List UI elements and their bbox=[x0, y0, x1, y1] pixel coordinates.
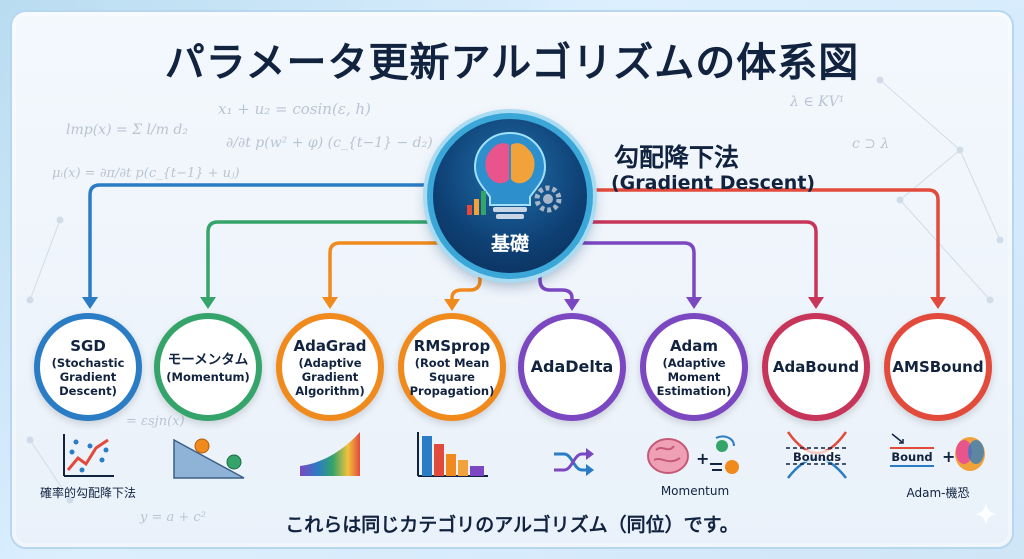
brain-momentum-icon: + bbox=[647, 435, 739, 474]
brain-lightbulb-gear-icon bbox=[467, 131, 562, 219]
connector-rmsprop bbox=[450, 266, 482, 304]
connector-momentum bbox=[206, 220, 436, 302]
node-name: AMSBound bbox=[892, 358, 984, 376]
node-rmsprop: RMSprop (Root Mean Square Propagation) bbox=[398, 313, 506, 421]
connector-amsbound bbox=[591, 188, 940, 302]
bounds-curve-icon bbox=[786, 431, 848, 479]
node-name: モーメンタム bbox=[167, 351, 249, 368]
node-name: Adam bbox=[669, 336, 719, 355]
node-adadelta: AdaDelta bbox=[518, 313, 626, 421]
gradient-descent-hub: 基礎 bbox=[427, 113, 593, 279]
arrowhead-amsbound bbox=[930, 297, 946, 309]
arrowhead-adam bbox=[686, 297, 702, 309]
caption-amsbound: Adam-機恐 bbox=[906, 486, 970, 500]
connector-sgd bbox=[88, 183, 429, 302]
arrowhead-adabound bbox=[808, 297, 824, 309]
connector-adagrad bbox=[328, 241, 450, 302]
scatter-trend-icon bbox=[63, 434, 114, 477]
node-desc: Square bbox=[429, 369, 475, 384]
hub-label: 基礎 bbox=[490, 233, 529, 255]
gradient-area-icon bbox=[300, 432, 360, 476]
connector-adam bbox=[570, 241, 696, 302]
deco-formula: λ ∈ KV¹ bbox=[790, 94, 845, 110]
node-desc: Moment bbox=[667, 369, 721, 384]
node-desc: Descent) bbox=[59, 383, 117, 398]
deco-formula: lmp(x) = Σ l/m d₂ bbox=[66, 122, 189, 138]
node-momentum: モーメンタム (Momentum) bbox=[154, 313, 262, 421]
node-adagrad: AdaGrad (Adaptive Gradient Algorithm) bbox=[276, 313, 384, 421]
page-title: パラメータ更新アルゴリズムの体系図 bbox=[164, 40, 860, 86]
node-desc: Gradient bbox=[59, 369, 117, 384]
arrowhead-momentum bbox=[200, 297, 216, 309]
ball-slope-icon bbox=[173, 438, 245, 479]
deco-formula: μᵢ(x) = ∂π/∂t p(c_{t−1} + uⱼ) bbox=[52, 166, 240, 181]
node-name: AdaBound bbox=[772, 358, 860, 376]
bound-plus-brain-icon: + bbox=[890, 433, 985, 471]
node-adam: Adam (Adaptive Moment Estimation) bbox=[640, 313, 748, 421]
bar-chart-icon bbox=[417, 432, 488, 477]
footer-note: これらは同じカテゴリのアルゴリズム（同位）です。 bbox=[285, 514, 739, 536]
deco-formula: x₁ + u₂ = cosin(ε, h) bbox=[218, 100, 371, 118]
node-desc: (Stochastic bbox=[51, 355, 125, 370]
node-desc: Gradient bbox=[301, 369, 359, 384]
node-desc: (Momentum) bbox=[166, 369, 250, 384]
node-desc: (Adaptive bbox=[298, 355, 362, 370]
connector-adadelta bbox=[538, 266, 574, 304]
caption-adabound: Bounds bbox=[792, 450, 842, 464]
node-desc: Estimation) bbox=[656, 383, 732, 398]
caption-amsbound-box: Bound bbox=[891, 450, 933, 464]
node-name: AdaGrad bbox=[293, 336, 367, 355]
node-amsbound: AMSBound bbox=[884, 313, 992, 421]
node-name: AdaDelta bbox=[530, 357, 614, 376]
arrowhead-adagrad bbox=[322, 297, 338, 309]
arrowhead-sgd bbox=[82, 297, 98, 309]
node-adabound: AdaBound bbox=[762, 313, 870, 421]
node-desc: (Root Mean bbox=[414, 355, 490, 370]
arrowhead-adadelta bbox=[564, 299, 580, 311]
svg-text:+: + bbox=[696, 449, 709, 468]
shuffle-arrows-icon bbox=[554, 448, 594, 476]
node-desc: Algorithm) bbox=[295, 383, 365, 398]
node-name: SGD bbox=[70, 336, 106, 355]
deco-formula: = εsjn(x) bbox=[126, 414, 185, 429]
node-sgd: SGD (Stochastic Gradient Descent) bbox=[34, 313, 142, 421]
caption-sgd: 確率的勾配降下法 bbox=[39, 486, 136, 500]
sparkle-icon bbox=[974, 502, 998, 526]
hub-title: 勾配降下法 bbox=[614, 143, 740, 172]
connector-adabound bbox=[584, 220, 818, 302]
arrowhead-rmsprop bbox=[444, 299, 460, 311]
deco-formula: y = a + c² bbox=[140, 510, 206, 525]
node-desc: Propagation) bbox=[409, 383, 495, 398]
hub-subtitle: (Gradient Descent) bbox=[611, 172, 816, 194]
caption-adam: Momentum bbox=[660, 484, 730, 498]
deco-formula: c ⊃ λ bbox=[852, 136, 890, 152]
svg-text:+: + bbox=[942, 447, 955, 466]
node-desc: (Adaptive bbox=[662, 355, 726, 370]
node-name: RMSprop bbox=[413, 336, 491, 355]
deco-formula: ∂/∂t p(w² + φ) (c_{t−1} − d₂) bbox=[226, 135, 433, 151]
